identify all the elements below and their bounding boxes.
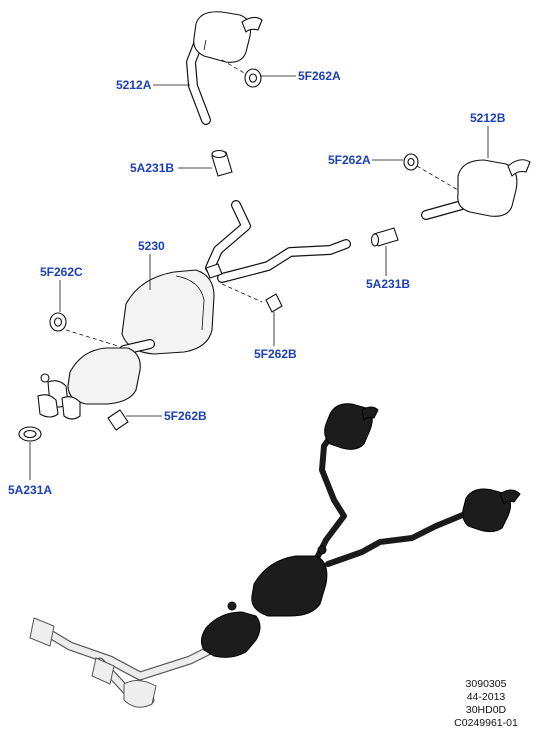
reference-line-1: 3090305: [466, 678, 507, 690]
overview-pipe-right: [325, 509, 473, 567]
callout-5A231B-left: 5A231B: [130, 161, 174, 175]
callout-5A231A: 5A231A: [8, 483, 52, 497]
callout-5A231B-right: 5A231B: [366, 277, 410, 291]
insulator-left-5F262C: [49, 312, 67, 332]
clamp-front-5A231A: [18, 426, 42, 442]
overview-view: [29, 403, 521, 708]
insulator-mid-5F262B: [265, 293, 283, 313]
callout-5212A: 5212A: [116, 78, 152, 92]
reference-block: 3090305 44-2013 30HD0D C0249961-01: [454, 678, 518, 729]
exploded-view: 5212A 5F262A 5A231B 5212B 5F262A 5230 5F…: [8, 11, 531, 497]
callout-5F262C: 5F262C: [40, 265, 83, 279]
overview-mufflers: [200, 403, 521, 658]
insulator-low-5F262B: [107, 409, 129, 431]
rear-muffler-left-5212A: [186, 11, 263, 125]
callout-5F262B-mid: 5F262B: [254, 347, 297, 361]
clamp-left-5A231B: [211, 149, 233, 177]
callout-5F262A-top: 5F262A: [298, 69, 341, 83]
reference-line-2: 44-2013: [467, 691, 506, 703]
front-muffler-assembly: [37, 339, 155, 420]
reference-line-4: C0249961-01: [454, 717, 518, 729]
reference-line-3: 30HD0D: [466, 704, 507, 716]
leader-lines: [29, 59, 489, 480]
callout-5230: 5230: [138, 239, 165, 253]
overview-front-section: [29, 617, 215, 708]
clamp-right-5A231B: [370, 227, 399, 247]
callout-5F262B-low: 5F262B: [164, 409, 207, 423]
center-muffler-5230: [121, 263, 223, 355]
overview-pipe-left: [315, 429, 347, 559]
insulator-right-5F262A: [403, 153, 419, 171]
callout-5212B: 5212B: [470, 111, 506, 125]
rear-muffler-right-5212B: [421, 159, 531, 220]
callout-5F262A-right: 5F262A: [328, 153, 371, 167]
intermediate-pipes: [205, 200, 351, 283]
insulator-top-5F262A: [244, 68, 262, 88]
callout-labels: 5212A 5F262A 5A231B 5212B 5F262A 5230 5F…: [8, 69, 506, 497]
